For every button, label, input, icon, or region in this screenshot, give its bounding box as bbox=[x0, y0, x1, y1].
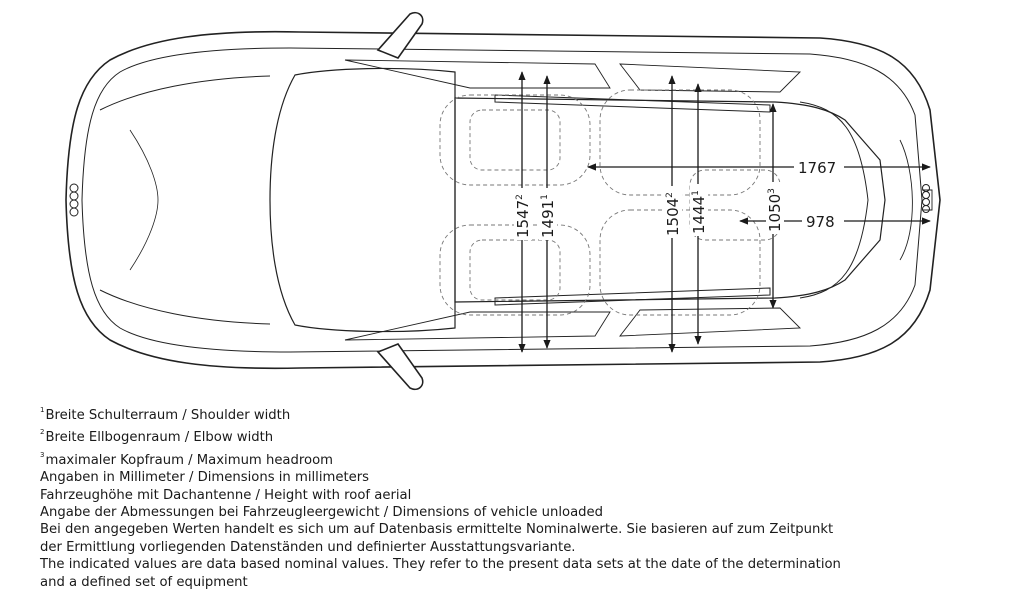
front-logo-rings bbox=[69, 183, 79, 217]
side-mirrors bbox=[376, 11, 424, 391]
car-top-view-diagram: 1767 978 15472 14911 15042 14441 10503 bbox=[65, 11, 941, 391]
footnotes-block: 1Breite Schulterraum / Shoulder width 2B… bbox=[40, 402, 1010, 591]
rear-logo-rings bbox=[922, 184, 930, 213]
dim-shoulder-rear: 15042 bbox=[664, 192, 682, 236]
note-nominal-en-2: and a defined set of equipment bbox=[40, 574, 248, 590]
note-unloaded: Angabe der Abmessungen bei Fahrzeugleerg… bbox=[40, 505, 604, 521]
note-height: Fahrzeughöhe mit Dachantenne / Height wi… bbox=[40, 487, 412, 503]
note-nominal-de-2: der Ermittlung vorliegenden Datenständen… bbox=[40, 539, 576, 555]
note-units: Angaben in Millimeter / Dimensions in mi… bbox=[40, 470, 370, 486]
dimension-lines bbox=[518, 71, 931, 353]
footnote-3: 3maximaler Kopfraum / Maximum headroom bbox=[40, 450, 333, 468]
footnote-2: 2Breite Ellbogenraum / Elbow width bbox=[40, 428, 274, 446]
dim-elbow-rear: 14441 bbox=[690, 190, 708, 234]
dim-shoulder-front: 15472 bbox=[514, 194, 532, 238]
dim-width-1767: 1767 bbox=[798, 159, 836, 177]
seats bbox=[439, 89, 781, 316]
dim-headroom: 10503 bbox=[766, 188, 784, 232]
dim-elbow-front: 14911 bbox=[539, 194, 557, 238]
footnote-1: 1Breite Schulterraum / Shoulder width bbox=[40, 406, 291, 423]
note-nominal-de-1: Bei den angegeben Werten handelt es sich… bbox=[40, 522, 834, 538]
car-body bbox=[65, 30, 941, 370]
note-nominal-en-1: The indicated values are data based nomi… bbox=[40, 557, 841, 573]
dim-width-978: 978 bbox=[806, 213, 835, 231]
